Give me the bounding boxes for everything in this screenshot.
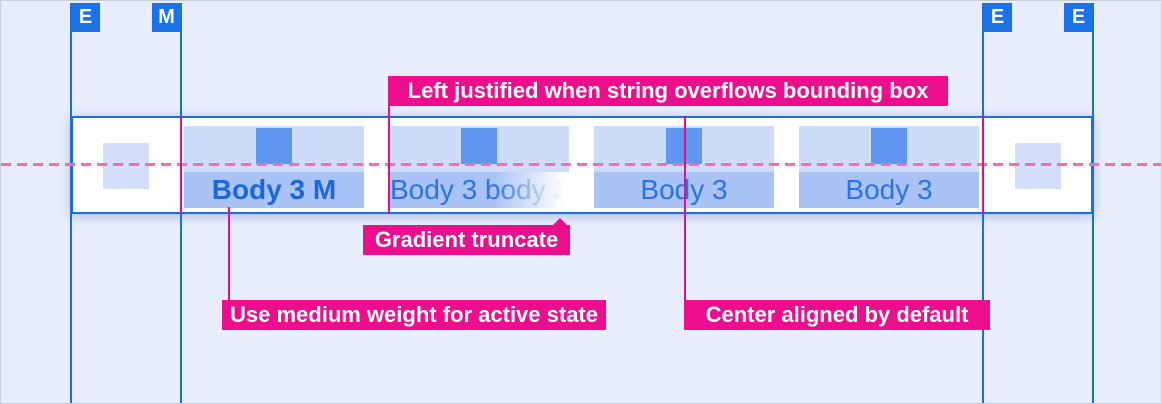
caret-up-icon [553,218,567,225]
annotation-left-justified: Left justified when string overflows bou… [388,76,948,106]
margin-chip-e-right-outer: E [1064,3,1093,32]
connector-center-aligned [684,116,686,300]
annotation-gradient-truncate: Gradient truncate [363,218,570,255]
tab-label-active: Body 3 M [184,172,364,208]
edge-margin-square-left [103,143,149,189]
content-edge-line-left [180,116,182,214]
margin-chip-m-left-inner: M [152,3,181,32]
tab-item-active[interactable]: Body 3 M [184,126,364,208]
tab-label-default: Body 3 [799,172,979,208]
connector-left-justified [388,106,390,214]
connector-medium-weight [228,207,230,300]
baseline-dashed-keyline [1,163,1161,166]
tab-label-truncated: Body 3 body 3 b [389,172,570,208]
tab-item-default[interactable]: Body 3 [799,126,979,208]
margin-chip-e-left-outer: E [71,3,100,32]
edge-margin-square-right [1015,143,1061,189]
tab-icon-placeholder [871,128,907,164]
annotation-gradient-truncate-label: Gradient truncate [374,227,559,252]
tab-icon-placeholder [256,128,292,164]
margin-keyline-right-outer [1092,3,1094,403]
tab-item-truncated[interactable]: Body 3 body 3 b [389,126,570,208]
tab-icon-placeholder [461,128,497,164]
content-edge-line-right [982,116,984,214]
annotation-medium-weight: Use medium weight for active state [222,300,606,330]
margin-chip-e-right-inner: E [983,3,1012,32]
annotation-center-aligned: Center aligned by default [684,300,990,330]
